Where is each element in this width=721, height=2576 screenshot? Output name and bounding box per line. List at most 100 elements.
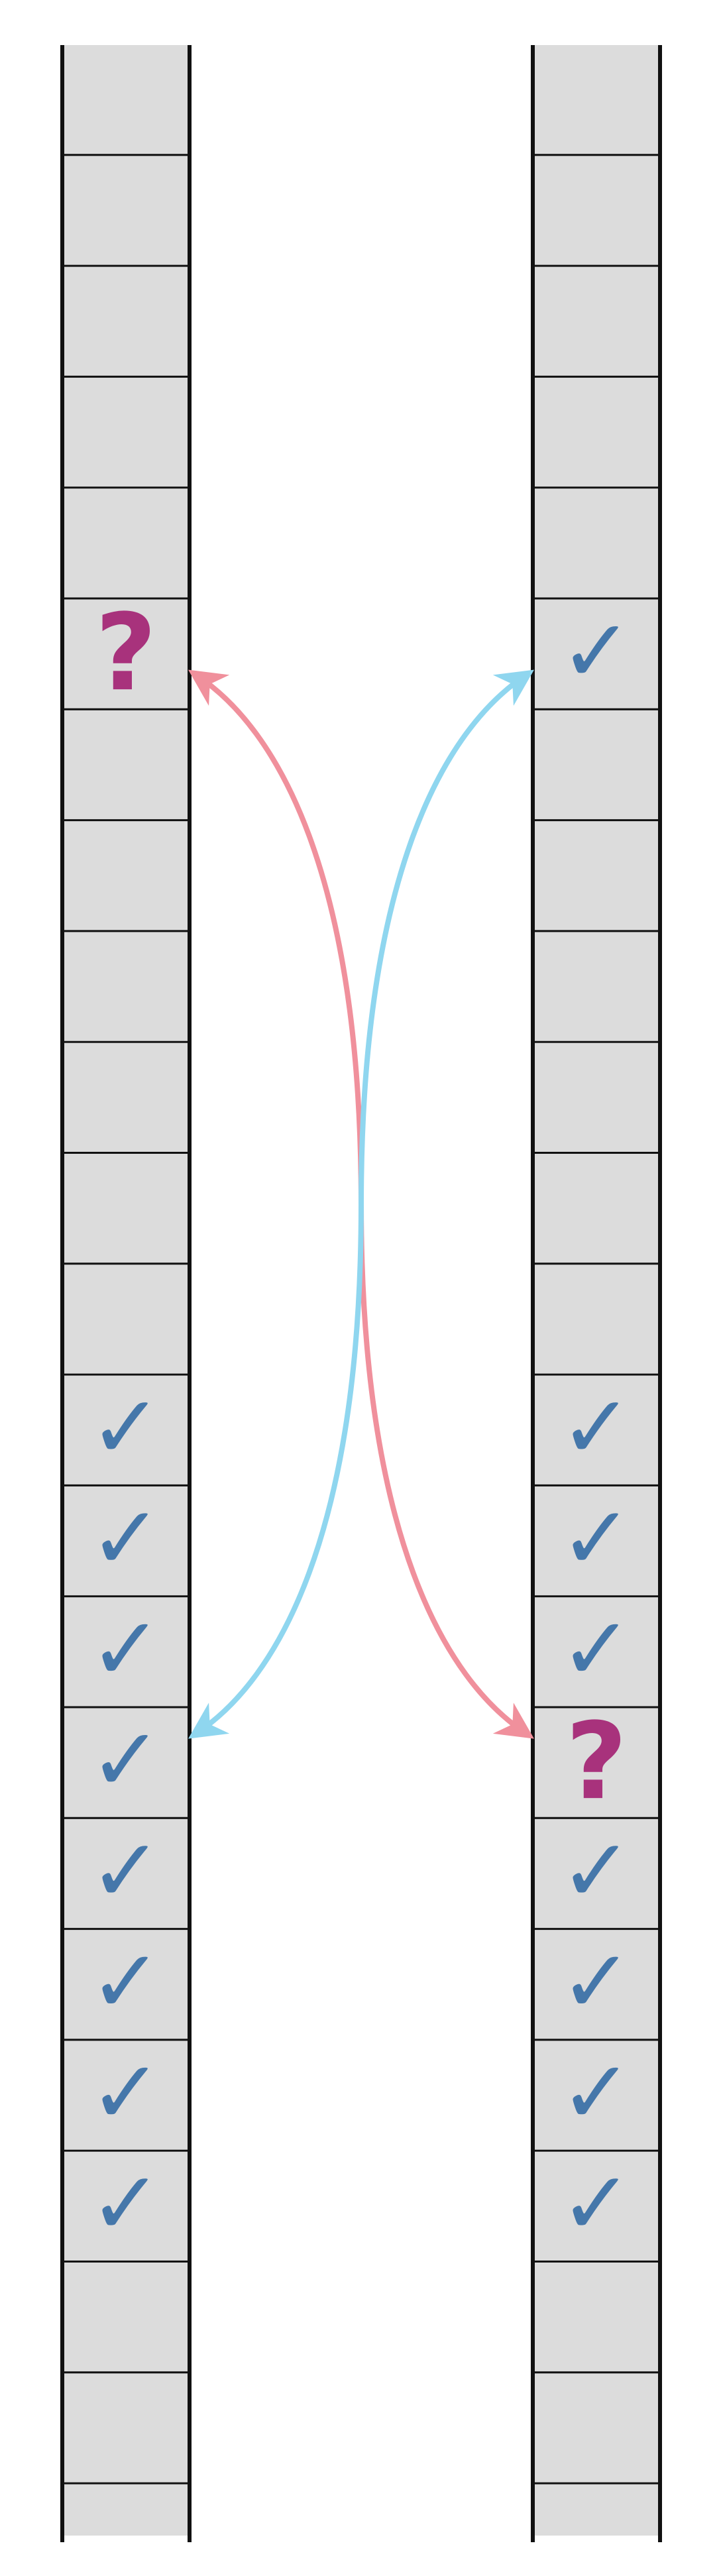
question-mark-icon: ? bbox=[95, 590, 157, 714]
cell-background bbox=[62, 1708, 190, 1819]
cell: ? bbox=[533, 1699, 660, 1823]
cell-background bbox=[533, 2041, 660, 2152]
checkmark-icon: ✓ bbox=[560, 1820, 634, 1922]
cell: ? bbox=[62, 590, 190, 714]
cell bbox=[533, 2263, 660, 2374]
cell-background bbox=[533, 1597, 660, 1708]
cell-background bbox=[62, 932, 190, 1043]
cell-background bbox=[62, 156, 190, 267]
cell-background bbox=[62, 2263, 190, 2374]
checkmark-icon: ✓ bbox=[560, 1376, 634, 1479]
cell-background bbox=[62, 45, 190, 156]
cell bbox=[533, 45, 660, 156]
cell-background bbox=[533, 1264, 660, 1376]
cell-background bbox=[533, 1375, 660, 1486]
cell: ✓ bbox=[533, 1930, 660, 2041]
cell-background bbox=[62, 821, 190, 932]
cell-background bbox=[62, 1819, 190, 1931]
cell: ✓ bbox=[533, 2041, 660, 2152]
cell-background bbox=[533, 1154, 660, 1265]
cell: ✓ bbox=[62, 1930, 190, 2041]
checkmark-icon: ✓ bbox=[89, 2042, 163, 2144]
cell bbox=[62, 1264, 190, 1376]
checkmark-icon: ✓ bbox=[89, 1488, 163, 1590]
cell: ✓ bbox=[533, 1375, 660, 1486]
cell-background bbox=[533, 1708, 660, 1819]
cell-background bbox=[533, 488, 660, 600]
checkmark-icon: ✓ bbox=[89, 1376, 163, 1479]
cell: ✓ bbox=[533, 2151, 660, 2263]
cell: ✓ bbox=[62, 2151, 190, 2263]
cell-background bbox=[62, 1154, 190, 1265]
cell bbox=[533, 2373, 660, 2485]
cell: ✓ bbox=[62, 1375, 190, 1486]
cell-background bbox=[533, 2373, 660, 2485]
cell bbox=[62, 488, 190, 600]
checkmark-icon: ✓ bbox=[89, 1931, 163, 2033]
checkmark-icon: ✓ bbox=[89, 2153, 163, 2255]
cell-background bbox=[533, 377, 660, 489]
cell: ✓ bbox=[533, 1597, 660, 1708]
cell-background bbox=[62, 266, 190, 378]
cell bbox=[62, 156, 190, 267]
checkmark-icon: ✓ bbox=[89, 1709, 163, 1811]
cell bbox=[62, 932, 190, 1043]
left-column: ?✓✓✓✓✓✓✓✓ bbox=[60, 45, 192, 2542]
blue-arrow bbox=[188, 669, 534, 1739]
cell: ✓ bbox=[533, 599, 660, 710]
cell bbox=[533, 932, 660, 1043]
cell bbox=[533, 377, 660, 489]
cell-background bbox=[62, 1597, 190, 1708]
question-mark-icon: ? bbox=[566, 1699, 628, 1823]
cell-background bbox=[62, 488, 190, 600]
cell: ✓ bbox=[62, 1597, 190, 1708]
cell-background bbox=[533, 599, 660, 710]
cell-background bbox=[533, 2263, 660, 2374]
checkmark-icon: ✓ bbox=[89, 1598, 163, 1701]
cell bbox=[62, 1154, 190, 1265]
cell-background bbox=[533, 932, 660, 1043]
cell bbox=[62, 266, 190, 378]
cell-background bbox=[62, 2151, 190, 2263]
checkmark-icon: ✓ bbox=[560, 1488, 634, 1590]
cell: ✓ bbox=[62, 1486, 190, 1598]
cell bbox=[62, 2484, 190, 2536]
cell: ✓ bbox=[62, 1819, 190, 1931]
cell-background bbox=[62, 1264, 190, 1376]
cell-background bbox=[62, 2373, 190, 2485]
cell-background bbox=[533, 2151, 660, 2263]
cell bbox=[62, 45, 190, 156]
cell-background bbox=[62, 1486, 190, 1598]
cell-background bbox=[533, 266, 660, 378]
cell bbox=[533, 488, 660, 600]
cell: ✓ bbox=[62, 2041, 190, 2152]
cell-background bbox=[533, 1486, 660, 1598]
cell bbox=[62, 821, 190, 932]
cell bbox=[533, 1264, 660, 1376]
checkmark-icon: ✓ bbox=[560, 600, 634, 702]
cell-background bbox=[62, 2041, 190, 2152]
cell-background bbox=[62, 1375, 190, 1486]
cell-background bbox=[533, 156, 660, 267]
right-column: ✓✓✓✓?✓✓✓✓ bbox=[531, 45, 662, 2542]
checkmark-icon: ✓ bbox=[89, 1820, 163, 1922]
cell bbox=[533, 821, 660, 932]
cell bbox=[62, 710, 190, 822]
cell-background bbox=[62, 2484, 190, 2536]
cell: ✓ bbox=[533, 1819, 660, 1931]
cell-background bbox=[62, 710, 190, 822]
checkmark-icon: ✓ bbox=[560, 2042, 634, 2144]
cell bbox=[533, 1042, 660, 1154]
cell: ✓ bbox=[533, 1486, 660, 1598]
cell-background bbox=[533, 1042, 660, 1154]
cell bbox=[533, 1154, 660, 1265]
cell-background bbox=[533, 1930, 660, 2041]
cell bbox=[62, 2373, 190, 2485]
cell bbox=[62, 1042, 190, 1154]
cell bbox=[533, 2484, 660, 2536]
cell-background bbox=[62, 377, 190, 489]
cell bbox=[62, 2263, 190, 2374]
cell: ✓ bbox=[62, 1708, 190, 1819]
cell-background bbox=[533, 821, 660, 932]
